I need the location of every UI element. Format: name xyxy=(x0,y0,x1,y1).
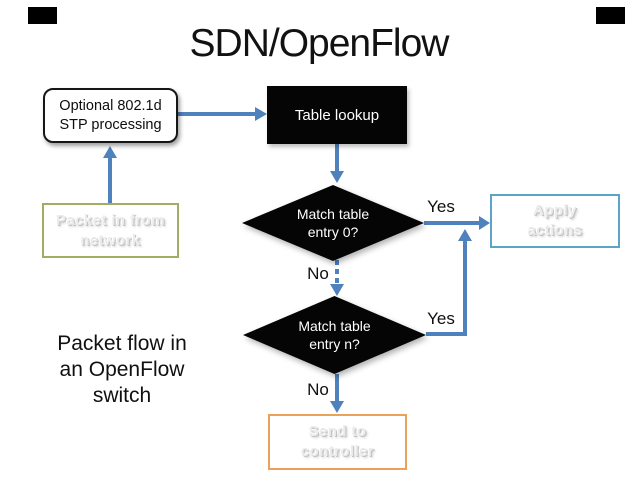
arrowhead-no-entry0-to-entryn xyxy=(330,284,344,296)
edge-label-no-entryn: No xyxy=(307,380,329,399)
node-match-entry0-line2: entry 0? xyxy=(307,224,359,240)
node-packet-in-line1: Packet in from xyxy=(56,211,165,229)
node-apply-actions-line1: Apply xyxy=(533,202,577,219)
node-match-entry0: Match table entry 0? xyxy=(242,185,424,261)
node-send-controller-line2: controller xyxy=(300,443,375,460)
node-match-entryn-line2: entry n? xyxy=(309,336,360,352)
node-packet-in-line2: network xyxy=(80,231,141,249)
arrowhead-yes-entryn-to-apply xyxy=(458,229,472,241)
caption: Packet flow in an OpenFlow switch xyxy=(41,331,203,409)
node-match-entry0-shape: Match table entry 0? xyxy=(242,185,424,261)
node-apply-actions-line2: actions xyxy=(527,222,583,239)
node-match-entryn-shape: Match table entry n? xyxy=(243,296,426,374)
node-optional-stp-line2: STP processing xyxy=(59,116,162,133)
node-send-controller: Send to controller xyxy=(268,414,407,470)
caption-line2: an OpenFlow xyxy=(59,358,185,381)
edge-label-yes-entryn: Yes xyxy=(427,309,455,328)
arrowhead-lookup-to-entry0 xyxy=(330,171,344,183)
node-match-entryn: Match table entry n? xyxy=(243,296,426,374)
node-match-entry0-line1: Match table xyxy=(296,206,370,222)
caption-line3: switch xyxy=(92,384,152,407)
node-apply-actions: Apply actions xyxy=(490,194,620,248)
arrowhead-yes-entry0-to-apply xyxy=(479,216,490,230)
node-table-lookup: Table lookup xyxy=(267,86,407,144)
node-optional-stp: Optional 802.1d STP processing xyxy=(43,88,178,143)
page-title: SDN/OpenFlow xyxy=(189,22,450,65)
arrowhead-stp-to-lookup xyxy=(255,107,267,121)
arrowhead-no-entryn-to-controller xyxy=(330,401,344,413)
node-packet-in: Packet in from network xyxy=(42,203,179,258)
caption-line1: Packet flow in xyxy=(57,332,187,355)
node-optional-stp-line1: Optional 802.1d xyxy=(59,97,162,114)
node-send-controller-line1: Send to xyxy=(308,423,367,440)
corner-mark-left xyxy=(28,7,57,24)
edge-label-yes-entry0: Yes xyxy=(427,197,455,216)
node-table-lookup-label: Table lookup xyxy=(294,106,380,124)
corner-mark-right xyxy=(596,7,625,24)
edge-label-no-entry0: No xyxy=(307,264,329,283)
arrowhead-packetin-to-stp xyxy=(103,146,117,158)
node-match-entryn-line1: Match table xyxy=(298,318,371,334)
